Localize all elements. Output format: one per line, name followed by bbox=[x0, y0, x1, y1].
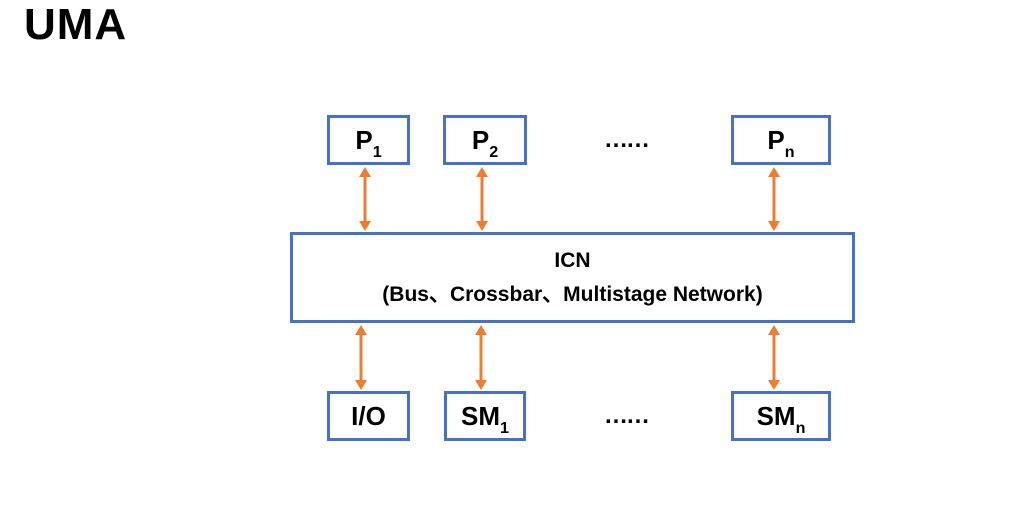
arrow-icn-smn bbox=[767, 325, 780, 390]
box-p1: P1 bbox=[327, 115, 410, 165]
page-title: UMA bbox=[24, 0, 128, 49]
icn-subtitle: (Bus、Crossbar、Multistage Network) bbox=[382, 282, 763, 306]
arrow-line bbox=[772, 333, 775, 382]
box-p2-label: P2 bbox=[471, 124, 498, 161]
label-base: I/O bbox=[351, 400, 386, 431]
arrow-line bbox=[480, 175, 483, 223]
label-sub: 2 bbox=[489, 143, 499, 162]
label-base: SM bbox=[461, 400, 501, 431]
box-pn: Pn bbox=[731, 115, 831, 165]
box-io-label: I/O bbox=[351, 401, 386, 432]
arrow-icn-sm1 bbox=[474, 325, 487, 390]
box-sm1-label: SM1 bbox=[461, 400, 509, 437]
label-sub: n bbox=[795, 419, 806, 438]
label-base: P bbox=[767, 124, 785, 155]
box-sm1: SM1 bbox=[444, 391, 526, 441]
box-pn-label: Pn bbox=[767, 124, 794, 161]
arrow-icn-io bbox=[354, 325, 367, 390]
label-sub: 1 bbox=[372, 143, 382, 162]
label-sub: n bbox=[784, 143, 795, 162]
arrow-p2-icn bbox=[475, 167, 488, 231]
box-p1-label: P1 bbox=[355, 124, 381, 161]
arrow-pn-icn bbox=[767, 167, 780, 231]
ellipsis-top: …… bbox=[604, 126, 650, 153]
icn-title: ICN bbox=[554, 248, 591, 272]
label-sub: 1 bbox=[500, 419, 509, 438]
box-icn: ICN (Bus、Crossbar、Multistage Network) bbox=[290, 232, 855, 323]
arrow-p1-icn bbox=[358, 167, 371, 231]
arrow-line bbox=[363, 175, 366, 223]
box-smn: SMn bbox=[731, 391, 831, 441]
arrow-line bbox=[479, 333, 482, 382]
arrow-line bbox=[772, 175, 775, 223]
box-io: I/O bbox=[327, 391, 410, 441]
arrow-line bbox=[359, 333, 362, 382]
box-smn-label: SMn bbox=[756, 400, 806, 437]
box-p2: P2 bbox=[443, 115, 527, 165]
label-base: P bbox=[471, 124, 490, 155]
label-base: P bbox=[355, 124, 373, 155]
label-base: SM bbox=[756, 400, 796, 431]
ellipsis-bottom: …… bbox=[604, 402, 650, 429]
